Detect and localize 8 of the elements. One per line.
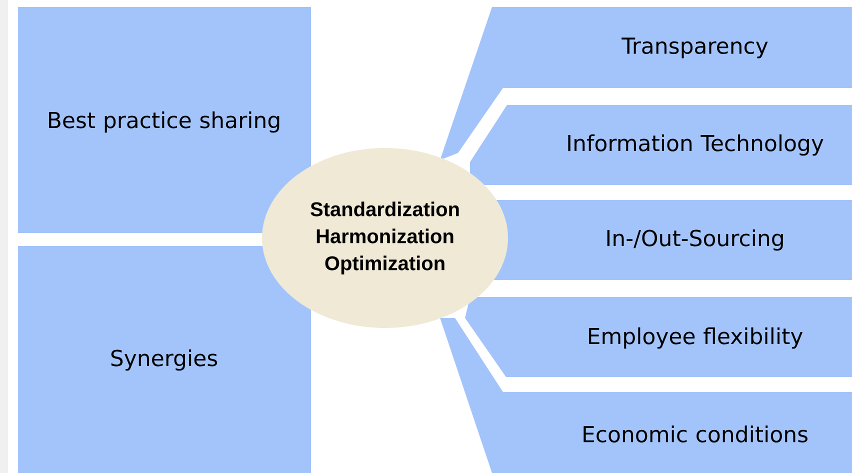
topic-box: Synergies [18, 246, 311, 473]
topic-band: Information Technology [470, 105, 852, 185]
topic-band: Employee flexibility [465, 297, 852, 377]
node-label: Economic conditions [584, 425, 808, 442]
topic-band: In-/Out-Sourcing [480, 200, 852, 280]
topic-box: Best practice sharing [18, 7, 311, 233]
node-label: Employee flexibility [588, 327, 803, 349]
node-label: Transparency [622, 38, 768, 58]
